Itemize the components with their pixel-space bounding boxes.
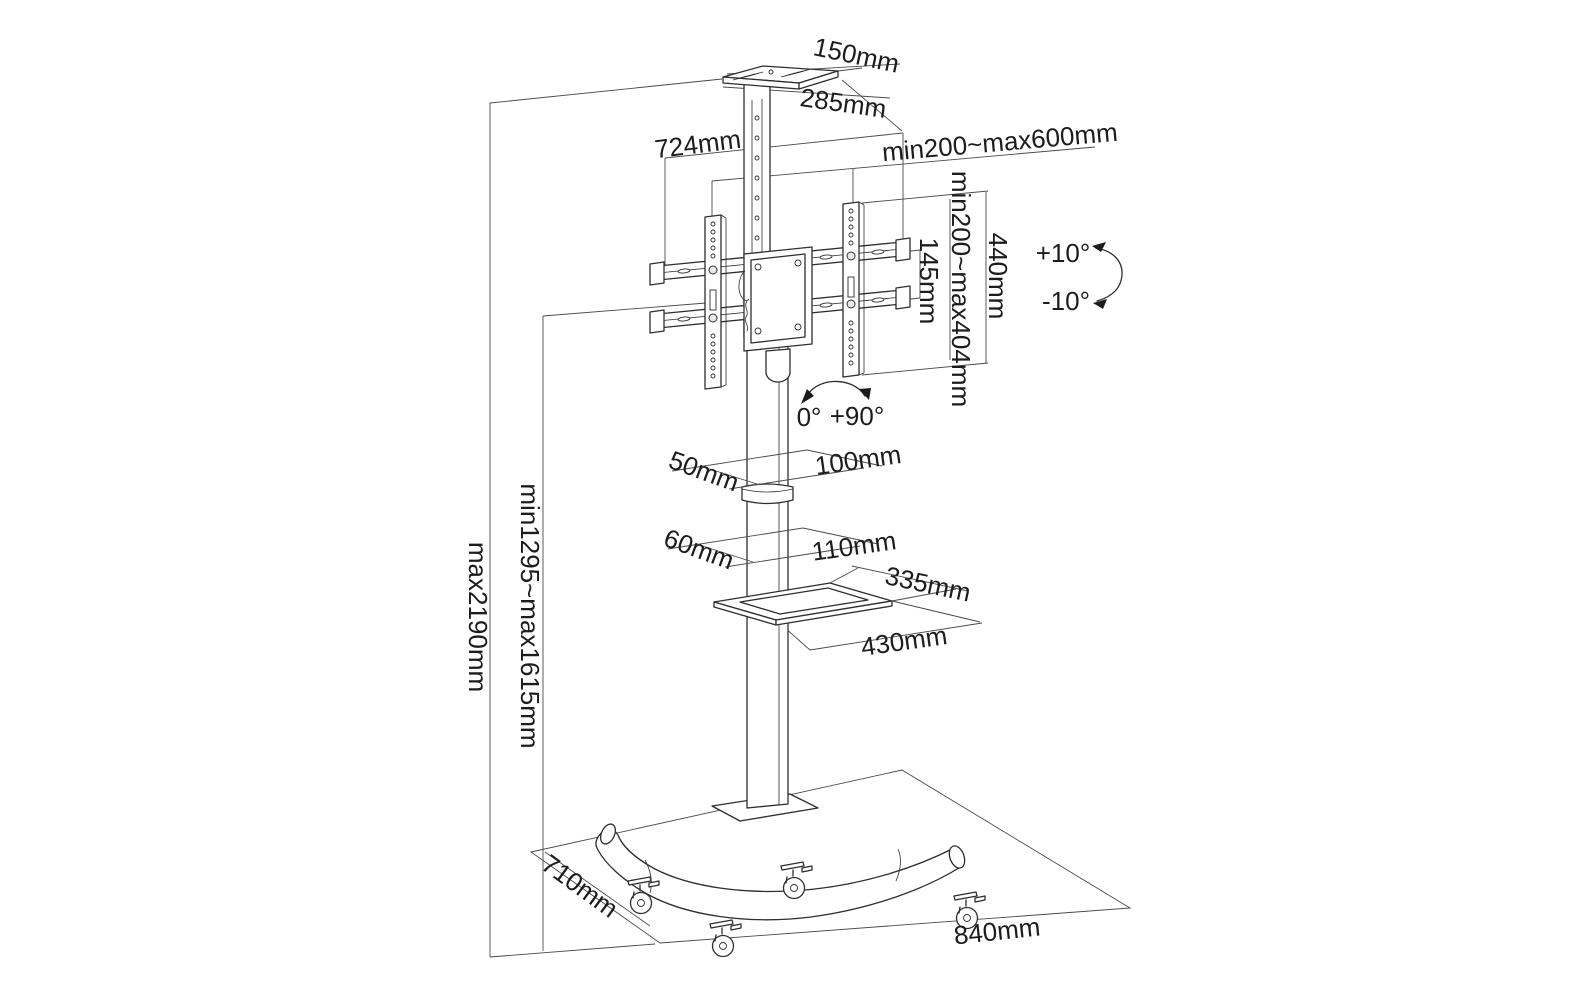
base-tube-right-cap: [948, 845, 966, 869]
caster-mid-rear: [780, 861, 813, 900]
base-tube: [595, 825, 963, 921]
vesa-hook: [765, 348, 791, 383]
cross-section-lower: [667, 527, 879, 568]
dim-vesa-vertical: [861, 190, 989, 376]
caster-front: [709, 919, 742, 958]
mount-bracket: [649, 201, 911, 390]
dim-bracket-width: [664, 132, 904, 270]
left-vesa-bracket: [704, 214, 727, 390]
tray-vents: [732, 68, 812, 81]
rotation-annotation: [801, 380, 871, 404]
cross-section-upper: [671, 449, 883, 490]
label-tray-depth: 285mm: [798, 82, 888, 124]
label-column-lower-depth: 60mm: [660, 523, 738, 576]
right-vesa-bracket: [842, 201, 865, 378]
label-rotation-min: 0°: [797, 402, 822, 432]
label-tilt-down: -10°: [1042, 286, 1090, 316]
top-tray: [722, 65, 839, 90]
label-bracket-height: 440mm: [983, 233, 1013, 320]
label-screen-height-range: min1295~max1615mm: [515, 483, 545, 748]
label-vesa-vertical: min200~max404mm: [946, 171, 976, 407]
label-tilt-up: +10°: [1036, 238, 1091, 268]
column: [746, 330, 789, 809]
dim-base-depth: [544, 851, 651, 927]
column-collar: [741, 483, 794, 505]
caster-right: [953, 891, 986, 930]
dim-total-height: [489, 78, 723, 958]
dimension-lines: [489, 63, 1132, 958]
media-shelf: [713, 582, 893, 626]
rotation-arrow-left: [801, 389, 814, 404]
label-rotation-max: +90°: [830, 401, 885, 431]
rotation-arrow-right: [859, 388, 871, 400]
label-rail-gap: 145mm: [914, 238, 944, 325]
label-vesa-horizontal: min200~max600mm: [881, 117, 1119, 167]
vesa-plate: [738, 246, 813, 383]
dim-screen-height: [542, 302, 707, 951]
tilt-arrow-down: [1093, 299, 1107, 309]
tilt-arrow-up: [1092, 242, 1106, 252]
dim-vesa-horizontal: [711, 146, 1096, 216]
safety-clip: [738, 270, 750, 301]
label-column-lower-width: 110mm: [810, 525, 898, 567]
caster-rear-left: [627, 876, 660, 915]
label-column-upper-width: 100mm: [813, 439, 903, 481]
column-assembly: [741, 81, 794, 809]
label-total-height: max2190mm: [463, 542, 493, 692]
label-column-upper-depth: 50mm: [665, 445, 743, 498]
tilt-annotation: [1092, 242, 1123, 309]
label-shelf-width: 430mm: [859, 620, 949, 662]
base-assembly: [595, 793, 986, 958]
label-bracket-width: 724mm: [653, 124, 743, 164]
base-tube-left-cap: [599, 823, 617, 845]
